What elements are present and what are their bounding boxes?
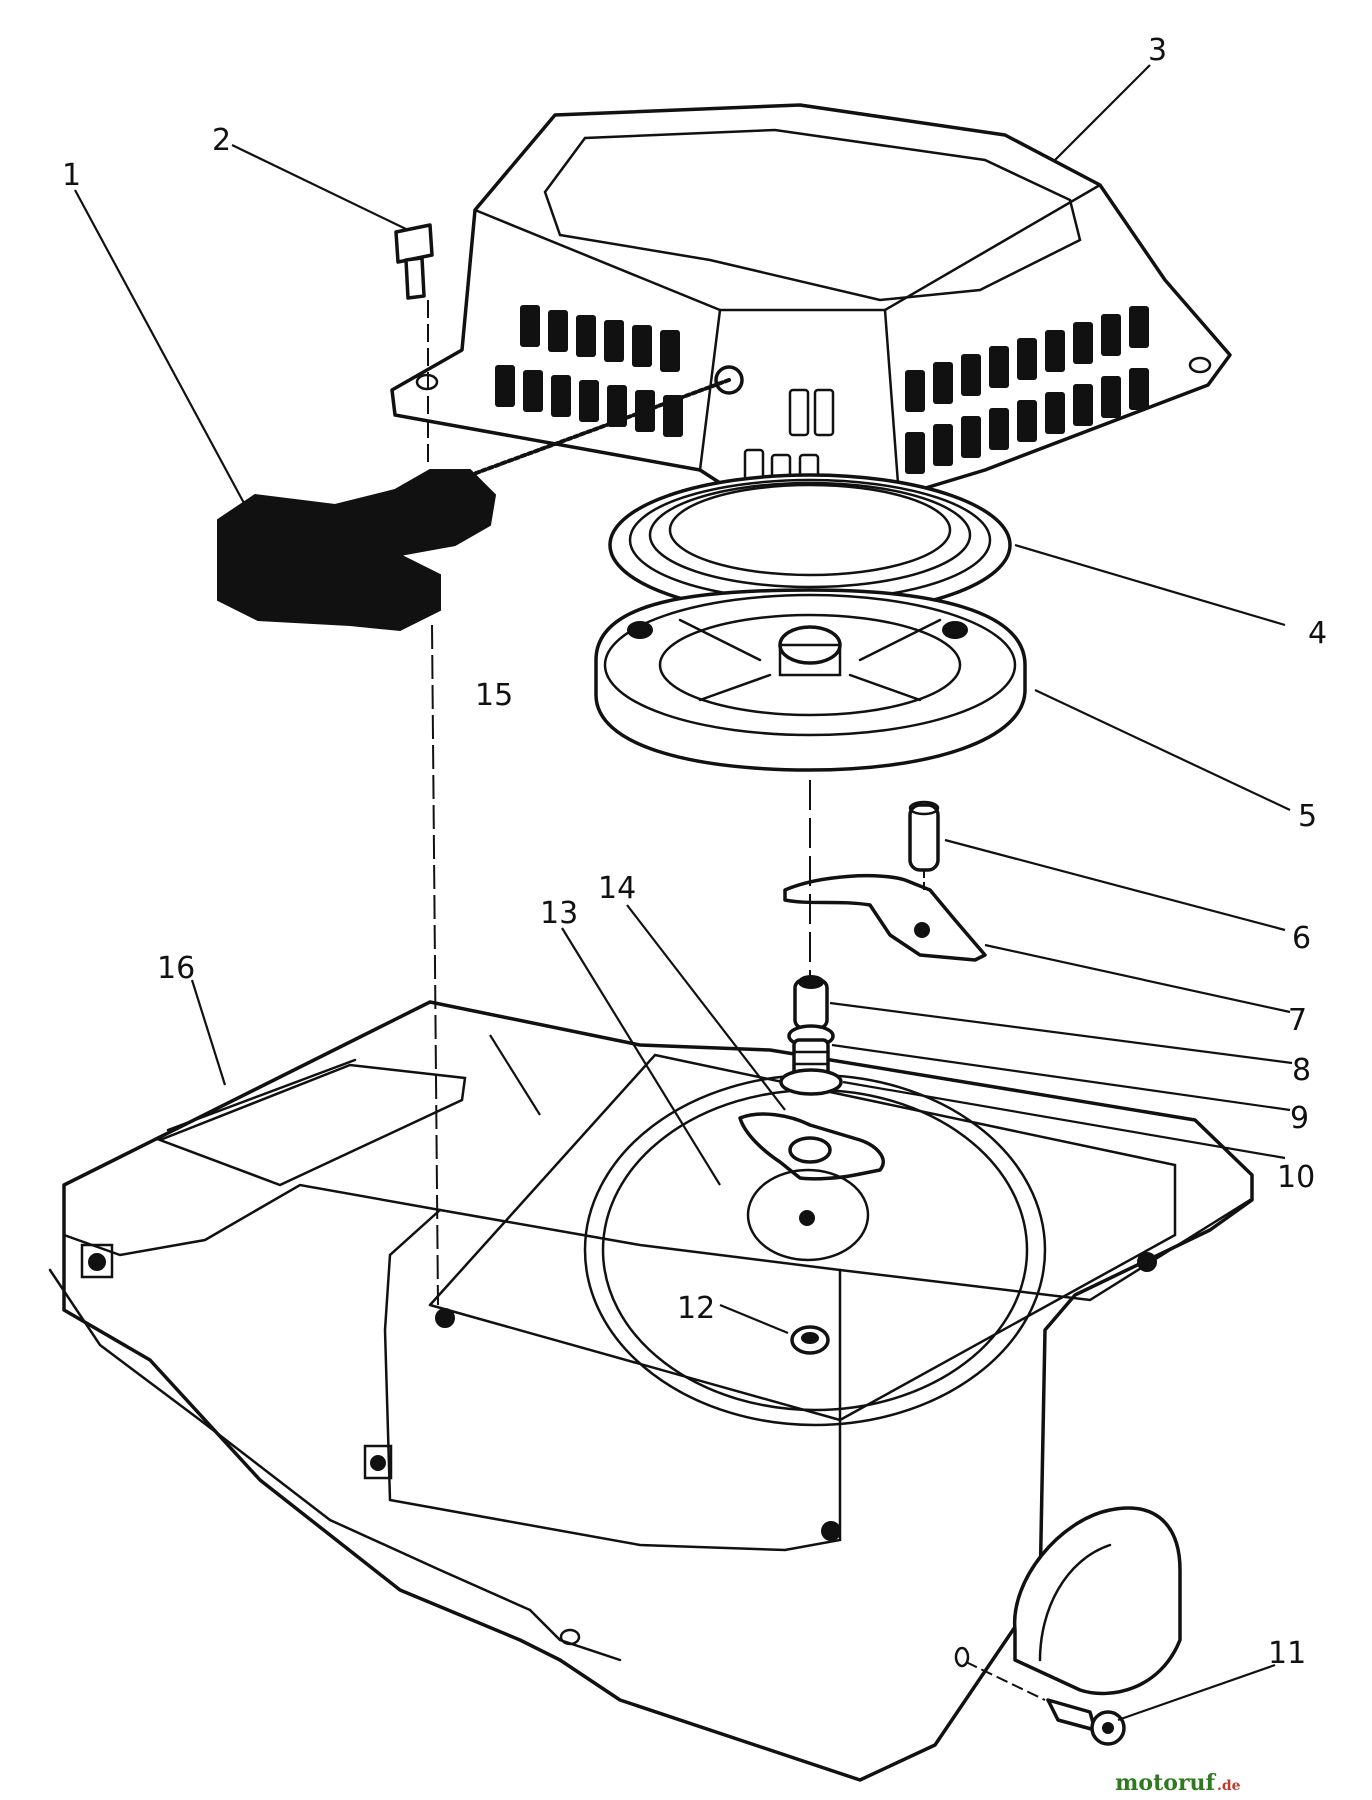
recoil-starter-housing [390,103,1232,527]
pulley [594,588,1027,772]
screw-11 [1046,1698,1126,1746]
starter-handle [217,469,497,632]
callout-15: 15 [475,678,513,713]
callout-10: 10 [1277,1160,1315,1195]
callout-1: 1 [62,158,81,193]
vent-slots-left [495,305,683,437]
alignment-lines [427,300,1046,1701]
callout-7: 7 [1288,1003,1307,1038]
retainer-plate [738,1112,885,1262]
callout-11: 11 [1268,1636,1306,1671]
blower-housing [48,1000,1254,1782]
callout-9: 9 [1290,1101,1309,1136]
watermark-brand: motoruf [1115,1770,1216,1796]
callout-13: 13 [540,896,578,931]
pawl-7 [783,873,987,962]
starter-rope [428,378,731,492]
callout-16: 16 [157,951,195,986]
callout-2: 2 [212,123,231,158]
callout-12: 12 [677,1291,715,1326]
shaft-stack [779,975,843,1096]
pin-6 [908,800,940,872]
watermark-tld: .de [1217,1778,1241,1794]
vent-slots-right [905,306,1149,474]
watermark-logo: motoruf .de [1115,1770,1241,1796]
callout-4: 4 [1308,616,1327,651]
callout-5: 5 [1298,799,1317,834]
callout-6: 6 [1292,921,1311,956]
callout-3: 3 [1148,33,1167,68]
callout-labels: 1 2 3 4 5 6 7 8 9 10 11 12 13 14 15 16 [62,33,1327,1671]
callout-8: 8 [1292,1053,1311,1088]
nut-12 [790,1325,830,1355]
bolt-2 [394,223,434,300]
leader-lines [74,64,1293,1722]
callout-14: 14 [598,871,636,906]
